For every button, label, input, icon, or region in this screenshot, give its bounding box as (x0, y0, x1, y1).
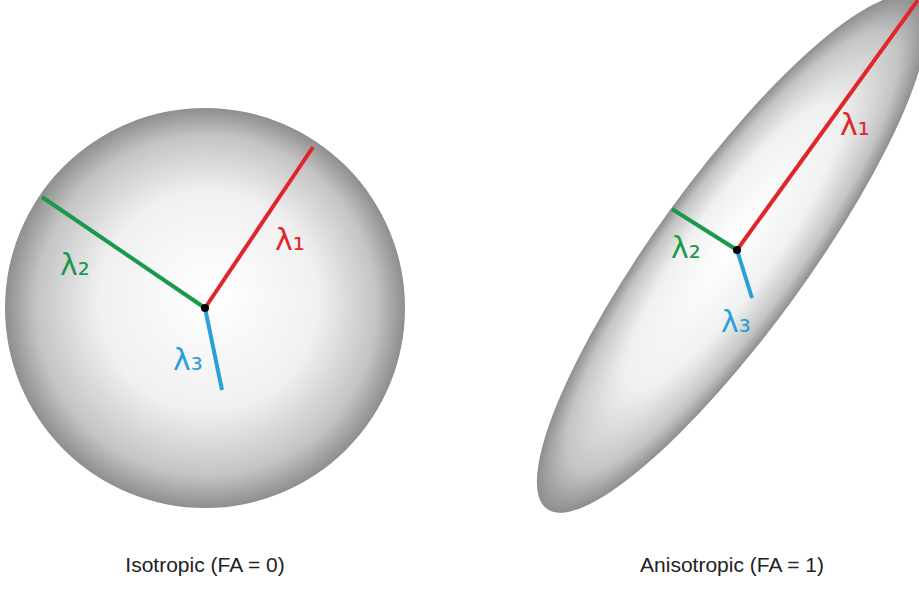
center-dot (201, 304, 209, 312)
eigenvalue-label: λ₂ (60, 250, 90, 280)
center-dot (733, 246, 741, 254)
eigenvalue-label: λ₃ (173, 345, 203, 375)
tensor-illustration (540, 0, 919, 530)
eigenvector-axis (737, 250, 752, 298)
eigenvalue-label: λ₂ (671, 233, 701, 263)
caption-label: Anisotropic (FA = 1) (640, 553, 824, 577)
eigenvector-axis (42, 197, 205, 308)
caption-label: Isotropic (FA = 0) (125, 553, 284, 577)
tensor-illustration (5, 108, 405, 508)
eigenvalue-label: λ₁ (275, 225, 305, 255)
eigenvalue-label: λ₁ (840, 110, 870, 140)
eigenvector-axis (205, 308, 222, 390)
sphere-outline (5, 108, 405, 508)
eigenvalue-label: λ₃ (721, 307, 751, 337)
isotropic-sphere: λ₁ λ₂ λ₃ (5, 108, 405, 508)
eigenvector-axis (205, 147, 313, 308)
ellipsoid-outline (485, 0, 919, 554)
eigenvector-axis (737, 0, 918, 250)
anisotropic-ellipsoid: λ₁ λ₂ λ₃ (540, 0, 919, 530)
